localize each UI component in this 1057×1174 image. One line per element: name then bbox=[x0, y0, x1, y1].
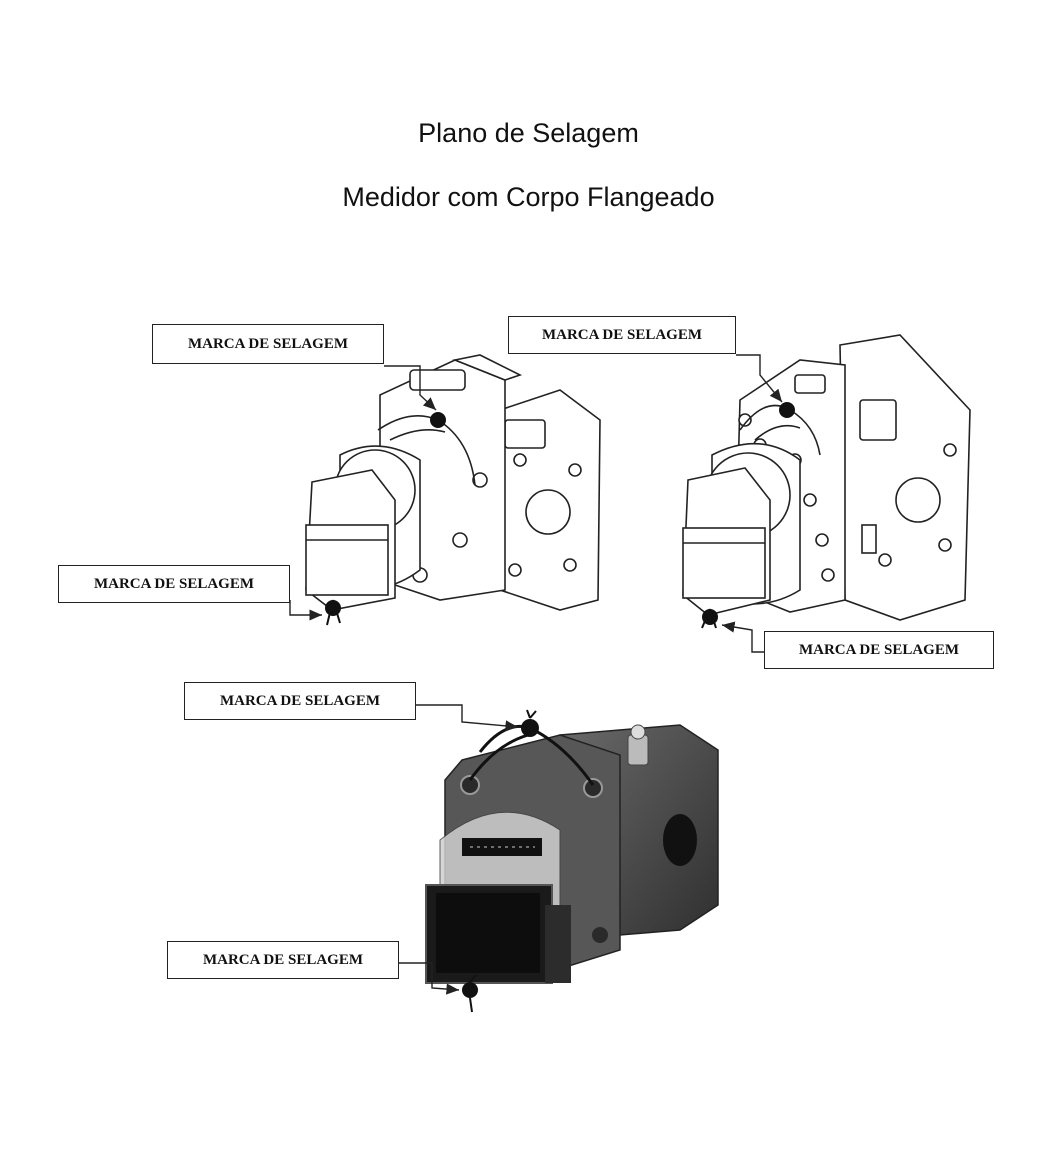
document-subtitle: Medidor com Corpo Flangeado bbox=[342, 182, 715, 212]
seal-icon bbox=[779, 402, 795, 418]
seal-icon bbox=[521, 719, 539, 737]
document-title: Plano de Selagem bbox=[418, 118, 639, 148]
seal-mark-label: MARCA DE SELAGEM bbox=[764, 631, 994, 669]
seal-mark-label: MARCA DE SELAGEM bbox=[152, 324, 384, 364]
seal-icon bbox=[430, 412, 446, 428]
meter-photo-bottom bbox=[425, 724, 719, 984]
leader-lines bbox=[289, 354, 783, 995]
meter-drawing-right bbox=[682, 334, 971, 621]
seal-mark-label: MARCA DE SELAGEM bbox=[167, 941, 399, 979]
seal-mark-label: MARCA DE SELAGEM bbox=[184, 682, 416, 720]
meter-drawing-left bbox=[305, 354, 601, 611]
seal-mark-label: MARCA DE SELAGEM bbox=[508, 316, 736, 354]
seal-icon bbox=[462, 982, 478, 998]
seal-mark-label: MARCA DE SELAGEM bbox=[58, 565, 290, 603]
